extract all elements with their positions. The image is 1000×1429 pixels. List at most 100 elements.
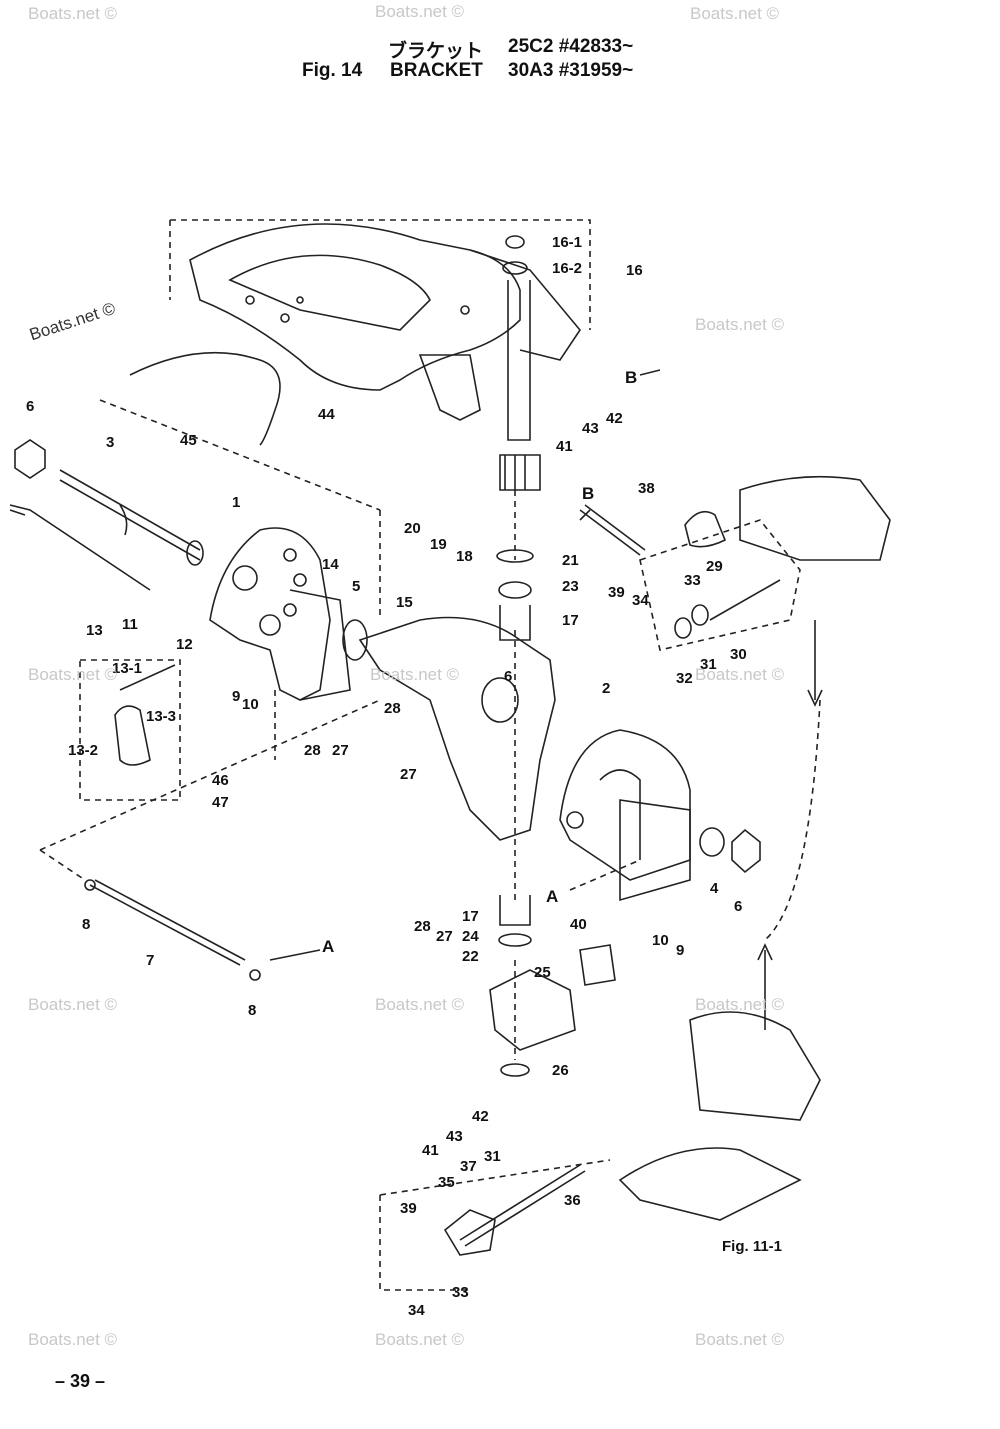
steering-shaft (507, 280, 531, 441)
part-number-label: 30 (730, 646, 747, 663)
part-number-label: 9 (676, 942, 685, 959)
part-number-label: 13-2 (68, 742, 99, 759)
watermark: Boats.net © (695, 1330, 785, 1349)
watermark: Boats.net © (370, 665, 460, 684)
part-number-label: 13-3 (146, 708, 177, 725)
part-number-label: 11 (122, 616, 138, 633)
page-title: BRACKET (390, 60, 483, 81)
part-number-label: 28 (304, 742, 321, 759)
part-number-label: 14 (322, 556, 339, 573)
part-number-label: 22 (462, 948, 479, 965)
part-number-label: 25 (534, 964, 551, 981)
part-number-label: 39 (400, 1200, 417, 1217)
bracket-right (559, 729, 691, 881)
part-number-label: 16-1 (552, 234, 583, 251)
page-number: – 39 – (55, 1371, 106, 1391)
part-number-label: 36 (564, 1192, 581, 1209)
part-number-label: 37 (460, 1158, 477, 1175)
part-number-label: 16 (626, 262, 643, 279)
part-number-label: 46 (212, 772, 229, 789)
arrow-label-a-mid: A (546, 887, 559, 906)
part-number-label: 31 (700, 656, 717, 673)
part-number-label: 41 (422, 1142, 439, 1159)
part-number-label: 34 (408, 1302, 425, 1319)
part-number-label: 5 (352, 578, 361, 595)
arrow-label-a-low: A (322, 937, 335, 956)
part-number-label: 27 (436, 928, 453, 945)
part-number-label: 42 (472, 1108, 489, 1125)
arrow-label-b-top: B (625, 368, 638, 387)
part-number-label: 12 (176, 636, 193, 653)
stopper-block (489, 969, 576, 1051)
part-number-label: 8 (248, 1002, 257, 1019)
part-number-label: 44 (318, 406, 335, 423)
part-number-label: 21 (562, 552, 579, 569)
bracket-left (209, 527, 331, 701)
part-number-label: 38 (638, 480, 655, 497)
part-number-label: 9 (232, 688, 241, 705)
watermark: Boats.net © (28, 665, 118, 684)
part-number-label: 4 (710, 880, 719, 897)
part-number-label: 42 (606, 410, 623, 427)
part-number-label: 1 (232, 494, 241, 511)
tilt-tube (59, 469, 201, 551)
part-number-label: 40 (570, 916, 587, 933)
part-number-label: 10 (652, 932, 669, 949)
part-number-label: 20 (404, 520, 421, 537)
part-number-label: 47 (212, 794, 229, 811)
part-number-label: 35 (438, 1174, 455, 1191)
arrow-label-b-mid: B (582, 484, 595, 503)
part-number-label: 27 (400, 766, 417, 783)
watermark: Boats.net © (695, 315, 785, 334)
part-number-label: 19 (430, 536, 447, 553)
watermark: Boats.net © (375, 995, 465, 1014)
swivel-bracket-top (189, 223, 521, 391)
serial-range-2: 30A3 #31959~ (508, 60, 634, 81)
part-number-label: 6 (504, 668, 513, 685)
part-number-label: 32 (676, 670, 693, 687)
part-number-label: 26 (552, 1062, 569, 1079)
part-number-label: 43 (582, 420, 599, 437)
watermark: Boats.net © (690, 4, 780, 23)
part-number-label: 2 (602, 680, 611, 697)
part-number-label: 17 (462, 908, 479, 925)
watermark: Boats.net © (375, 2, 465, 21)
part-number-label: 33 (452, 1284, 469, 1301)
part-number-label: 23 (562, 578, 579, 595)
serial-range-1: 25C2 #42833~ (508, 36, 634, 57)
part-number-label: 31 (484, 1148, 501, 1165)
part-number-label: 34 (632, 592, 649, 609)
part-number-label: 29 (706, 558, 723, 575)
japanese-title: ブラケット (388, 41, 484, 62)
part-number-label: 24 (462, 928, 479, 945)
part-number-label: 13 (86, 622, 103, 639)
tilt-pin (89, 884, 241, 966)
watermark: Boats.net © (28, 995, 118, 1014)
part-number-label: 33 (684, 572, 701, 589)
part-number-label: 10 (242, 696, 259, 713)
watermark: Boats.net © (28, 4, 118, 23)
part-number-label: 15 (396, 594, 413, 611)
part-number-label: 18 (456, 548, 473, 565)
watermark: Boats.net © (695, 995, 785, 1014)
part-number-label: 6 (26, 398, 35, 415)
part-number-label: 8 (82, 916, 91, 933)
part-number-label: 45 (180, 432, 197, 449)
part-number-label: 28 (414, 918, 431, 935)
part-number-label: 39 (608, 584, 625, 601)
part-number-label: 6 (734, 898, 743, 915)
part-number-label: 17 (562, 612, 579, 629)
part-number-label: 28 (384, 700, 401, 717)
figure-number: Fig. 14 (302, 60, 363, 81)
tilt-rod (9, 504, 151, 591)
part-number-label: 13-1 (112, 660, 143, 677)
figure-reference: Fig. 11-1 (722, 1238, 783, 1255)
part-number-label: 3 (106, 434, 115, 451)
part-number-label: 7 (146, 952, 155, 969)
watermark: Boats.net © (28, 1330, 118, 1349)
part-number-label: 16-2 (552, 260, 583, 277)
part-number-label: 43 (446, 1128, 463, 1145)
watermark: Boats.net © (695, 665, 785, 684)
